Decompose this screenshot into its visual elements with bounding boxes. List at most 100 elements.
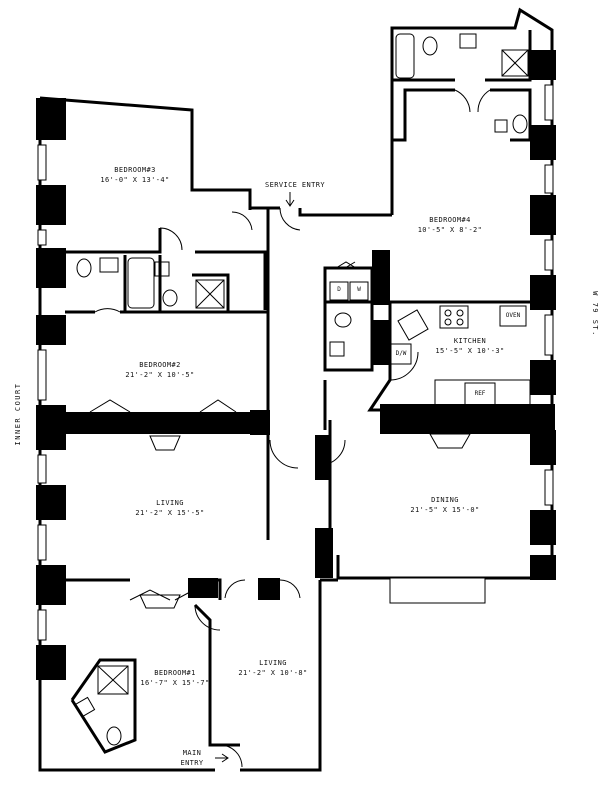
room-name: KITCHEN	[453, 337, 487, 345]
oven	[499, 305, 527, 327]
service-entry-label: SERVICE ENTRY	[265, 181, 325, 189]
bath3-divider	[123, 255, 230, 312]
toilet	[106, 726, 122, 746]
pier	[36, 248, 66, 288]
bedroom1-label: BEDROOM#1 16'-7" X 15'-7"	[120, 668, 230, 688]
room-dims: 16'-0" X 13'-4"	[100, 176, 170, 184]
door-arc	[231, 211, 253, 231]
room-dims: 21'-2" X 10'-5"	[125, 371, 195, 379]
bedroom3-label: BEDROOM#3 16'-0" X 13'-4"	[80, 165, 190, 185]
pier	[36, 565, 66, 605]
shower	[501, 49, 529, 77]
bathtub	[395, 33, 415, 79]
pier	[530, 195, 556, 235]
bathtub	[127, 257, 155, 309]
door-arc	[159, 227, 183, 251]
window	[37, 349, 47, 401]
living2-label: LIVING 21'-2" X 10'-8"	[228, 658, 318, 678]
closet-door	[335, 261, 357, 269]
pier	[530, 50, 556, 80]
pier	[315, 435, 330, 480]
toilet	[162, 289, 178, 307]
bay-window	[389, 577, 486, 604]
room-dims: 10'-5" X 8'-2"	[417, 226, 483, 234]
door-arc	[477, 89, 491, 113]
main-entry-arrow	[215, 753, 229, 763]
pier	[36, 485, 66, 520]
sink	[329, 341, 345, 357]
shower	[195, 279, 225, 309]
w79-street-label: W 79 ST.	[591, 291, 599, 337]
window	[544, 314, 554, 356]
bedroom4-inner-wall	[392, 88, 532, 142]
room-name: DINING	[431, 496, 459, 504]
sink	[494, 119, 508, 133]
sink	[74, 696, 96, 718]
window	[37, 609, 47, 641]
room-dims: 15'-5" X 10'-3"	[435, 347, 505, 355]
refrigerator	[464, 382, 496, 406]
pier	[36, 315, 66, 345]
pier	[372, 250, 390, 305]
pier	[188, 578, 218, 598]
sink	[99, 257, 119, 273]
dining-label: DINING 21'-5" X 15'-0"	[385, 495, 505, 515]
room-name: BEDROOM#3	[114, 166, 156, 174]
bedroom1-east-wall	[193, 603, 240, 747]
fridge-label: REF	[474, 390, 486, 397]
inner-court-label: INNER COURT	[14, 382, 22, 446]
dishwasher-label: D/W	[395, 350, 407, 357]
closet-door	[89, 399, 237, 413]
main-entry-label: MAIN ENTRY	[180, 749, 204, 767]
fireplace	[139, 594, 181, 609]
shower	[97, 665, 129, 695]
door-arc	[279, 207, 301, 231]
bath3-wall	[65, 228, 267, 310]
door-arc	[319, 439, 346, 466]
kitchen-label: KITCHEN 15'-5" X 10'-3"	[420, 336, 520, 356]
fireplace	[429, 433, 471, 449]
toilet	[422, 36, 438, 56]
sink	[154, 261, 170, 277]
room-name: BEDROOM#2	[139, 361, 181, 369]
dishwasher	[390, 343, 412, 365]
pier	[315, 528, 333, 578]
washer	[349, 281, 369, 301]
room-dims: 21'-5" X 15'-0"	[410, 506, 480, 514]
closet-door	[129, 589, 191, 601]
bedroom1-bath-wall	[70, 658, 137, 754]
room-dims: 21'-2" X 15'-5"	[135, 509, 205, 517]
pier	[380, 404, 555, 434]
pier	[530, 275, 556, 310]
door-arc	[279, 579, 301, 599]
kitchen-sink	[397, 309, 429, 341]
pier	[250, 410, 270, 435]
shower	[501, 49, 529, 77]
service-entry-arrow	[285, 192, 295, 207]
window	[544, 239, 554, 271]
bedroom2-label: BEDROOM#2 21'-2" X 10'-5"	[100, 360, 220, 380]
door-arc	[219, 744, 243, 768]
pier	[40, 412, 270, 434]
room-name: BEDROOM#4	[429, 216, 471, 224]
room-name: BEDROOM#1	[154, 669, 196, 677]
door-arc	[94, 308, 121, 313]
ne-wing-wall	[336, 7, 554, 580]
door-arc	[454, 89, 471, 113]
door-arc	[269, 439, 299, 469]
pier	[530, 430, 556, 465]
bedroom4-label: BEDROOM#4 10'-5" X 8'-2"	[400, 215, 500, 235]
pier	[372, 320, 390, 365]
window	[544, 84, 554, 121]
door-arc	[194, 604, 221, 631]
window	[37, 229, 47, 246]
shower	[97, 665, 129, 695]
pier	[36, 645, 66, 680]
door-arc	[389, 351, 419, 381]
pier	[530, 125, 556, 160]
shower	[195, 279, 225, 309]
service-entry-wall	[250, 206, 392, 217]
bedroom3-wall	[39, 96, 252, 210]
pier	[530, 360, 556, 395]
